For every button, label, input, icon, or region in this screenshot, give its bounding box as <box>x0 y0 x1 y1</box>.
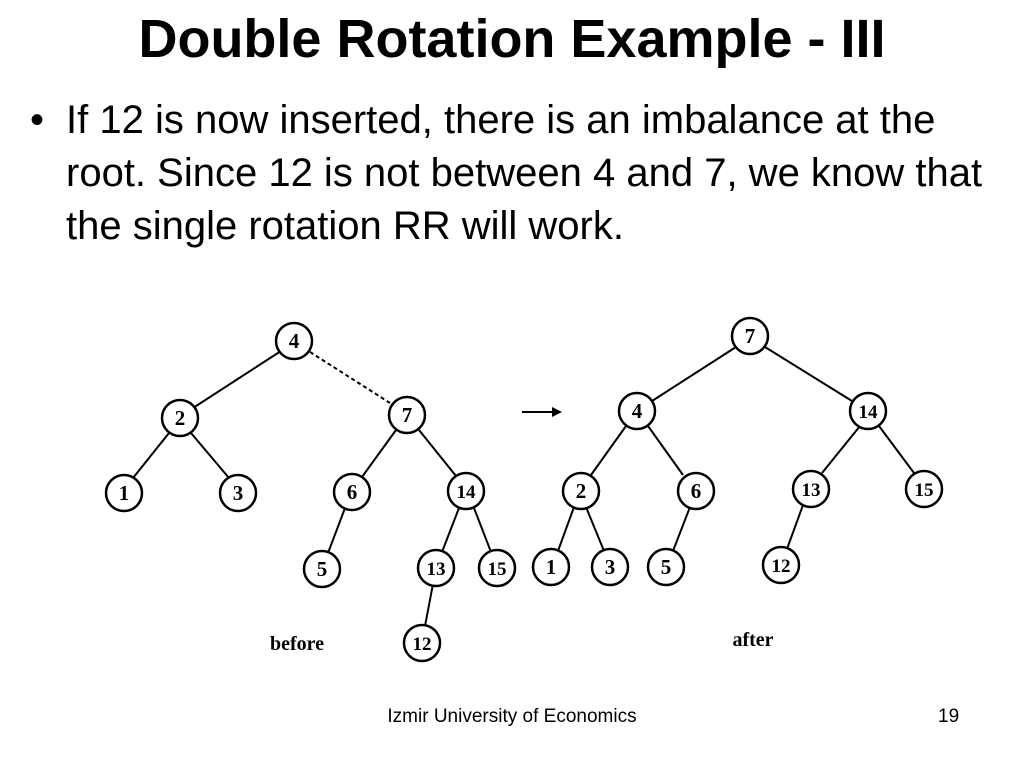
svg-text:15: 15 <box>915 480 934 501</box>
edge-before-2-1 <box>132 432 170 479</box>
rotation-svg: 4 2 7 1 3 6 14 5 13 15 12 7 4 14 2 6 13 … <box>104 316 944 663</box>
before-tree: 4 2 7 1 3 6 14 5 13 15 12 <box>104 321 517 663</box>
after-node-4: 4 <box>617 391 657 431</box>
after-node-6: 6 <box>676 471 716 511</box>
svg-text:7: 7 <box>745 324 756 348</box>
bullet-text: If 12 is now inserted, there is an imbal… <box>66 98 983 248</box>
svg-text:2: 2 <box>175 406 186 430</box>
svg-text:6: 6 <box>347 480 358 504</box>
after-node-12: 12 <box>761 545 801 585</box>
edge-before-6-5 <box>327 507 346 554</box>
after-node-13: 13 <box>791 469 831 509</box>
before-node-12: 12 <box>402 623 442 663</box>
edge-before-14-13 <box>441 507 460 553</box>
before-label: before <box>270 633 324 655</box>
edge-after-4-2 <box>590 425 627 476</box>
after-node-5: 5 <box>646 547 686 587</box>
before-node-5: 5 <box>302 549 342 589</box>
edge-before-13-12 <box>424 583 434 627</box>
svg-text:5: 5 <box>317 557 328 581</box>
before-node-14: 14 <box>446 471 486 511</box>
edge-after-4-6 <box>647 425 684 476</box>
svg-text:3: 3 <box>605 555 616 579</box>
svg-text:14: 14 <box>457 482 477 503</box>
edge-after-2-3 <box>585 506 605 552</box>
edge-after-7-14 <box>764 346 853 402</box>
before-node-4: 4 <box>274 321 314 361</box>
edge-before-7-14 <box>418 429 457 477</box>
bullet-marker: • <box>30 98 45 142</box>
svg-text:12: 12 <box>413 634 432 655</box>
svg-text:7: 7 <box>402 403 413 427</box>
svg-text:12: 12 <box>772 556 791 577</box>
svg-text:14: 14 <box>859 402 879 423</box>
slide-title: Double Rotation Example - III <box>138 9 886 69</box>
before-node-6: 6 <box>332 472 372 512</box>
before-node-15: 15 <box>477 548 517 588</box>
svg-text:13: 13 <box>802 480 821 501</box>
edge-after-14-13 <box>821 425 861 474</box>
svg-text:1: 1 <box>546 555 557 579</box>
before-node-7: 7 <box>387 395 427 435</box>
before-node-2: 2 <box>160 398 200 438</box>
edge-after-13-12 <box>786 504 804 550</box>
svg-text:4: 4 <box>289 329 300 353</box>
edge-after-7-4 <box>651 346 737 402</box>
after-node-7: 7 <box>730 316 770 356</box>
edge-before-7-6 <box>361 429 397 478</box>
after-node-14: 14 <box>848 391 888 431</box>
edge-before-4-7-dashed <box>309 351 391 404</box>
after-node-3: 3 <box>590 547 630 587</box>
svg-text:4: 4 <box>632 399 643 423</box>
after-node-1: 1 <box>531 547 571 587</box>
svg-text:6: 6 <box>691 479 702 503</box>
svg-text:2: 2 <box>576 479 587 503</box>
before-node-13: 13 <box>416 548 456 588</box>
edge-before-2-3 <box>190 432 230 479</box>
svg-text:3: 3 <box>233 481 244 505</box>
svg-text:5: 5 <box>661 555 672 579</box>
edge-after-6-5 <box>672 506 691 552</box>
edge-after-14-15 <box>878 425 915 474</box>
after-label: after <box>732 629 773 651</box>
svg-text:13: 13 <box>427 559 446 580</box>
after-node-2: 2 <box>561 471 601 511</box>
after-node-15: 15 <box>904 469 944 509</box>
arrow-head <box>552 407 562 417</box>
edge-after-2-1 <box>557 506 575 552</box>
avl-rotation-diagram: 4 2 7 1 3 6 14 5 13 15 12 7 4 14 2 6 13 … <box>0 300 1024 680</box>
footer-page-number: 19 <box>938 706 960 727</box>
svg-text:15: 15 <box>488 559 507 580</box>
edge-before-4-2 <box>192 350 282 409</box>
svg-text:1: 1 <box>119 481 130 505</box>
before-node-3: 3 <box>218 473 258 513</box>
edge-before-14-15 <box>473 507 492 553</box>
before-node-1: 1 <box>104 473 144 513</box>
footer-institution: Izmir University of Economics <box>387 706 637 727</box>
after-tree: 7 4 14 2 6 13 15 1 3 5 12 <box>531 316 944 587</box>
